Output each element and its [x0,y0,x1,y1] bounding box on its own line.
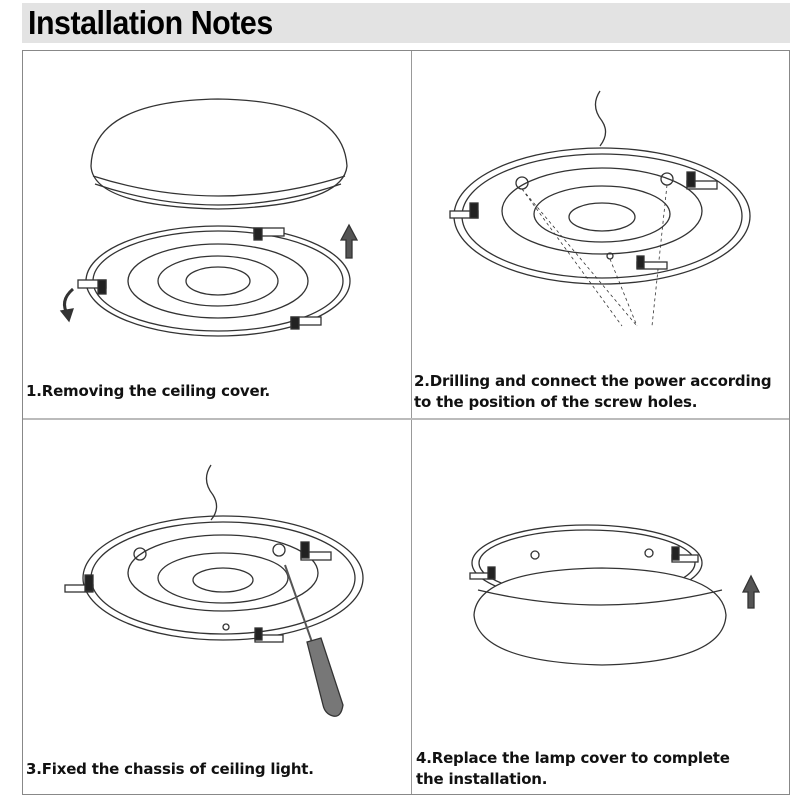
step4-caption-line2: the installation. [416,770,548,788]
divider-vertical [411,51,412,794]
step1-illustration [59,98,359,337]
page-title: Installation Notes [28,4,273,41]
step4-caption-line1: 4.Replace the lamp cover to complete [416,749,730,767]
step2-caption-line1: 2.Drilling and connect the power accordi… [414,372,772,390]
header-bar: Installation Notes [22,3,790,43]
step4-illustration [469,524,761,666]
step3-caption: 3.Fixed the chassis of ceiling light. [26,760,314,778]
divider-horizontal [23,418,789,420]
step1-caption: 1.Removing the ceiling cover. [26,382,271,400]
step3-illustration [64,464,364,717]
step2-illustration [449,90,751,327]
steps-grid [22,50,790,795]
step2-caption-line2: to the position of the screw holes. [414,393,698,411]
